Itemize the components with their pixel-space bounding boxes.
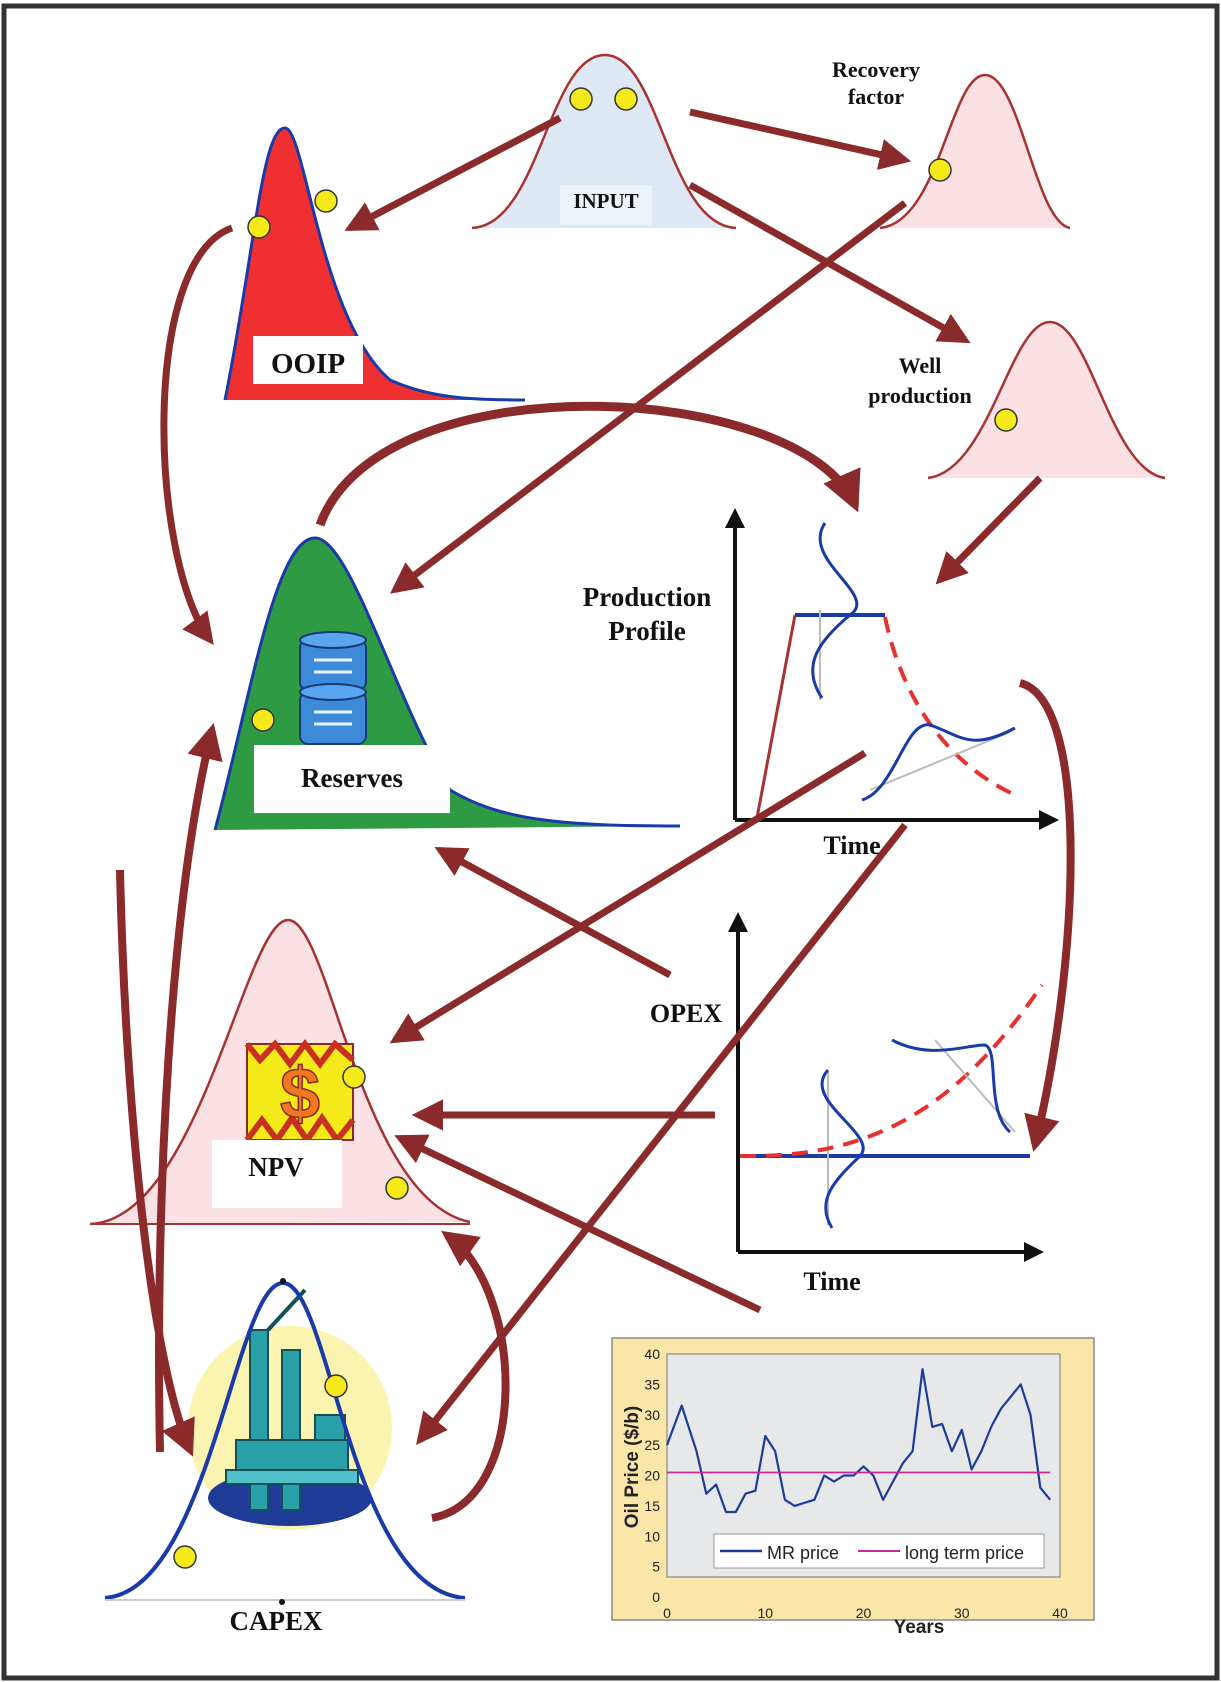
arrow-opex-to-reserves [434, 846, 672, 979]
arrow-oil-price-to-npv [394, 1134, 762, 1314]
recovery-factor-label-1: Recovery [832, 57, 920, 82]
ooip-label: OOIP [271, 348, 345, 380]
decline-dashed-line [883, 616, 1016, 797]
y-tick-label: 5 [652, 1559, 660, 1575]
y-tick-label: 10 [644, 1528, 660, 1544]
y-tick-label: 15 [644, 1498, 660, 1514]
opex-label: OPEX [650, 999, 722, 1028]
arrow-reserves-to-production-profile [315, 401, 861, 527]
npv-label: NPV [248, 1152, 304, 1182]
y-tick-label: 35 [644, 1376, 660, 1392]
well-production-label-2: production [868, 383, 972, 408]
opex-uncertainty-curve-1 [820, 1068, 865, 1229]
y-tick-label: 0 [652, 1589, 660, 1605]
arrow-input-to-recovery-factor [689, 108, 912, 170]
svg-text:$: $ [280, 1054, 320, 1134]
time-label-bottom: Time [803, 1267, 860, 1296]
legend-label-long-term-price: long term price [905, 1543, 1024, 1563]
decline-uncertainty-curve [861, 723, 1016, 802]
production-ramp-line [755, 614, 797, 819]
opex-chart: OPEX Time [650, 912, 1044, 1296]
opex-uncertainty-curve-2 [891, 1038, 1012, 1134]
dollar-icon: $ [244, 1039, 356, 1146]
x-tick-label: 0 [663, 1605, 671, 1621]
legend-label-mr-price: MR price [767, 1543, 839, 1563]
production-profile-label-1: Production [583, 582, 712, 612]
arrow-input-to-ooip [344, 114, 562, 232]
opex-escalation-dashed-line [739, 983, 1044, 1159]
capex-distribution: CAPEX [104, 1278, 466, 1636]
arrow-recovery-factor-to-reserves [389, 200, 908, 594]
arrow-profile-to-npv [389, 750, 867, 1044]
y-tick-label: 25 [644, 1437, 660, 1453]
capex-marker-bottom [173, 1545, 197, 1569]
y-axis-label: Oil Price ($/b) [622, 1406, 643, 1528]
well-production-marker [994, 408, 1018, 432]
npv-marker-bottom [385, 1176, 409, 1200]
y-tick-label: 40 [644, 1346, 660, 1362]
oil-price-chart: 0 5 10 15 20 25 30 35 40 0 10 20 30 40 Oil Price ($/… [611, 1337, 1095, 1638]
ooip-distribution: OOIP [223, 126, 526, 402]
arrow-capex-to-npv [431, 1230, 510, 1522]
arrow-profile-to-opex [1018, 679, 1075, 1152]
flow-arrows [116, 108, 1075, 1522]
production-profile-chart: Production Profile Time [583, 508, 1059, 860]
npv-label-box [212, 1140, 342, 1208]
recovery-factor-label-2: factor [848, 84, 904, 109]
recovery-factor-distribution: Recovery factor [832, 57, 1071, 230]
reserves-label-box [254, 745, 450, 813]
input-label-box [560, 185, 652, 225]
reserves-distribution: Reserves [213, 536, 681, 831]
ooip-label-box [253, 336, 363, 384]
y-tick-label: 30 [644, 1407, 660, 1423]
x-axis-label: Years [894, 1617, 945, 1638]
x-tick-label: 20 [856, 1605, 872, 1621]
series-line-mr-price [665, 1368, 1052, 1514]
x-tick-label: 30 [954, 1605, 970, 1621]
well-production-label-1: Well [899, 353, 942, 378]
chart-legend: MR price long term price [713, 1533, 1045, 1569]
ooip-marker-left [247, 215, 271, 239]
time-label-top: Time [823, 831, 880, 860]
reserves-marker [251, 708, 275, 732]
capex-label: CAPEX [230, 1606, 323, 1636]
oil-barrels-icon [299, 631, 367, 745]
price-series [665, 1368, 1052, 1514]
recovery-factor-marker [928, 158, 952, 182]
input-distribution: INPUT [471, 53, 737, 230]
arrow-ooip-to-reserves [160, 224, 234, 646]
y-tick-labels: 0 5 10 15 20 25 30 35 40 [644, 1346, 660, 1605]
oil-platform-icon [225, 1288, 359, 1511]
x-tick-labels: 0 10 20 30 40 [663, 1605, 1068, 1621]
x-tick-label: 10 [757, 1605, 773, 1621]
reserves-label: Reserves [301, 763, 403, 793]
arrow-well-production-to-profile [935, 475, 1043, 585]
arrow-reserves-to-capex [116, 869, 195, 1457]
input-label: INPUT [573, 189, 638, 213]
input-marker-left [569, 87, 593, 111]
ooip-marker-right [314, 189, 338, 213]
npv-marker-top [342, 1065, 366, 1089]
npv-distribution: $ NPV [89, 918, 471, 1226]
well-production-distribution: Well production [868, 320, 1166, 480]
x-tick-label: 40 [1052, 1605, 1068, 1621]
y-tick-label: 20 [644, 1468, 660, 1484]
plateau-uncertainty-curve [811, 522, 859, 699]
capex-marker-top [324, 1374, 348, 1398]
input-marker-right [614, 87, 638, 111]
production-profile-label-2: Profile [608, 616, 685, 646]
